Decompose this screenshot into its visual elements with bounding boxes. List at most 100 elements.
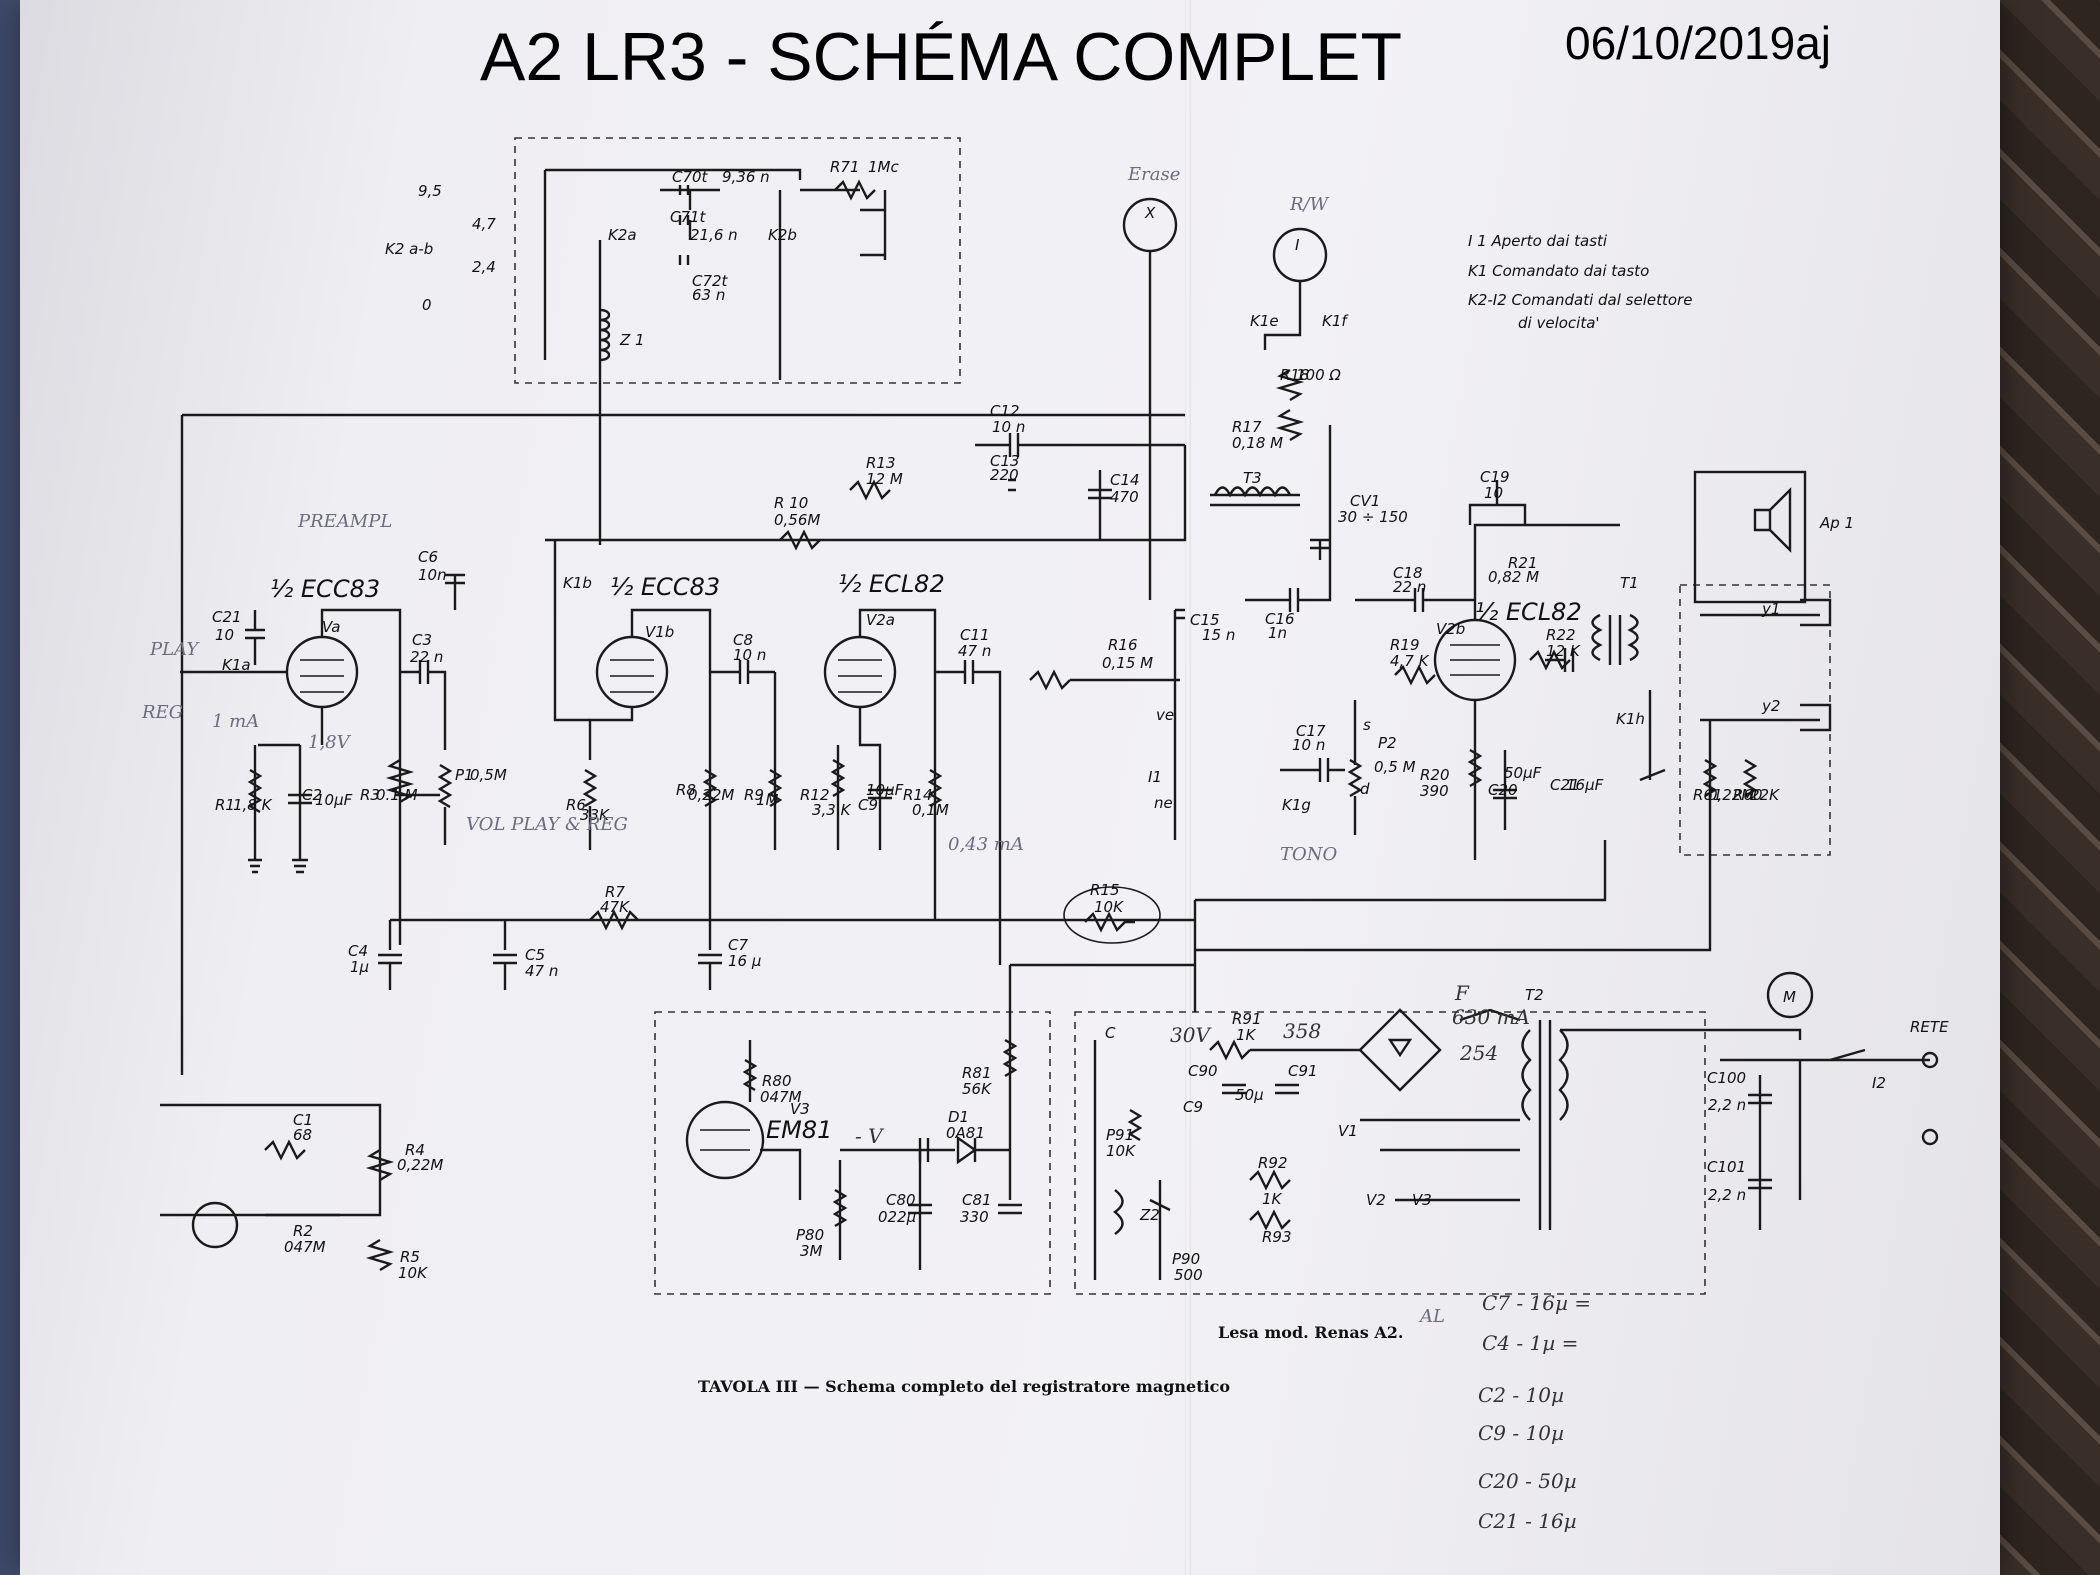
p2-label: P2 [1378,734,1397,752]
legend-line1: I 1 Aperto dai tasti [1468,232,1608,250]
c100-label: C100 [1707,1069,1746,1087]
mains-socket-1 [1921,1051,1939,1069]
v1a-anode-wire [320,608,402,945]
c70-label: C70t [672,168,709,186]
d1-label: D1 [948,1108,969,1126]
c12-label: C12 [990,402,1020,420]
note-erase: Erase [1127,164,1180,185]
rete-label: RETE [1910,1018,1949,1036]
t2-secondary [1558,1029,1569,1121]
t1-secondary [1627,613,1639,662]
rail-feedback-right [1020,445,1187,542]
c1-r2-network [264,1139,340,1217]
c70-wire [660,188,720,240]
r9-label: R9 [744,786,764,804]
output-jack-box [1679,584,1831,856]
note-c7: C7 - 16µ = [1482,1291,1591,1315]
c81-value: 330 [960,1208,989,1226]
note-1mA: 1 mA [212,711,259,732]
r20-resistor [1467,748,1483,788]
z1-label: Z 1 [619,331,645,349]
p2-potentiometer [1347,758,1363,835]
ve-label: ve [1156,706,1174,724]
p80-potentiometer [832,1188,848,1228]
c13-label: C13 [990,452,1020,470]
r19-resistor [1394,664,1436,686]
note-reg: REG [141,702,183,723]
c70-value: 9,36 n [722,168,770,186]
bias-oscillator-box [514,137,961,384]
v1a-label: Va [322,618,341,636]
k1e-label: K1e [1250,312,1279,330]
background-floor [1990,0,2100,1575]
r92-label: R92 [1258,1154,1288,1172]
r4-label: R4 [405,1141,425,1159]
note-30v: 30V [1170,1023,1212,1047]
cv1-label: CV1 [1350,492,1380,510]
c7-capacitor [698,920,722,990]
r12-value: 3,3 K [812,801,852,819]
p2-s-label: s [1363,716,1371,734]
c1-value: 68 [293,1126,312,1144]
v2b-anode-wire [1473,523,1620,620]
output-jacks [1700,598,1832,732]
caption-tavola: TAVOLA III — Schema completo del registr… [698,1377,1230,1396]
c70-c71-c72-plates [678,185,690,265]
note-c20: C20 - 50µ [1478,1469,1577,1493]
r10-resistor [779,529,821,551]
c18-capacitor [1355,588,1475,612]
speaker-symbol [1753,487,1792,553]
note-c4: C4 - 1µ = [1482,1331,1578,1355]
c11-value: 47 n [958,642,991,660]
note-fuse-value: 630 mA [1452,1005,1530,1029]
t1-label: T1 [1620,574,1639,592]
v1b-electrodes [610,659,654,693]
erase-head-label: X [1144,204,1156,222]
c71-label: C71t [670,208,707,226]
r80-resistor [742,1058,758,1092]
r22-resistor [1529,649,1571,671]
c20-value: 50µF [1504,764,1542,782]
r9-resistor [767,768,783,808]
note-fuse-f: F [1454,981,1470,1005]
r6-resistor [582,768,598,850]
note-c2: C2 - 10µ [1478,1383,1564,1407]
d1-value: 0A81 [946,1124,985,1142]
v2a-anode-wire [858,608,937,920]
r22-value: 12 K [1546,642,1581,660]
r71-loop [860,190,887,260]
em81-electrodes [700,1129,750,1151]
v3-title: EM81 [766,1116,832,1144]
r15-resistor [1084,911,1135,933]
heads-wires [1148,251,1302,600]
c5-value: 47 n [525,962,558,980]
c17-label: C17 [1296,722,1326,740]
r80-label: R80 [762,1072,792,1090]
cv1-capacitor [1310,538,1330,560]
r3-value: 0.1 M [376,786,418,804]
z2-label: Z2 [1139,1206,1160,1224]
r5-resistor [365,1238,395,1272]
c12-value: 10 n [992,418,1025,436]
c11-capacitor [935,660,1002,965]
r93-label: R93 [1262,1228,1292,1246]
r92-r93-resistors [1249,1169,1291,1231]
k2b-label: K2b [768,226,797,244]
mains-socket-2 [1921,1128,1939,1146]
t3-label: T3 [1243,469,1262,487]
r91-label: R91 [1232,1010,1262,1028]
v1a-ground-2 [292,858,308,874]
osc-right [778,188,860,380]
ap1-label: Ap 1 [1819,514,1854,532]
cv1-value: 30 ÷ 150 [1338,508,1408,526]
p90-potentiometer [1149,1180,1171,1280]
selector-name: K2 a-b [385,240,433,258]
p91-z2-network [1093,1040,1143,1280]
r18-resistor [1275,368,1305,402]
p1-potentiometer [437,763,453,845]
c21-capacitor [245,610,265,665]
k1h-label: K1h [1616,710,1645,728]
c13-capacitor [1008,478,1016,492]
r60-value: 22K [1750,786,1780,804]
